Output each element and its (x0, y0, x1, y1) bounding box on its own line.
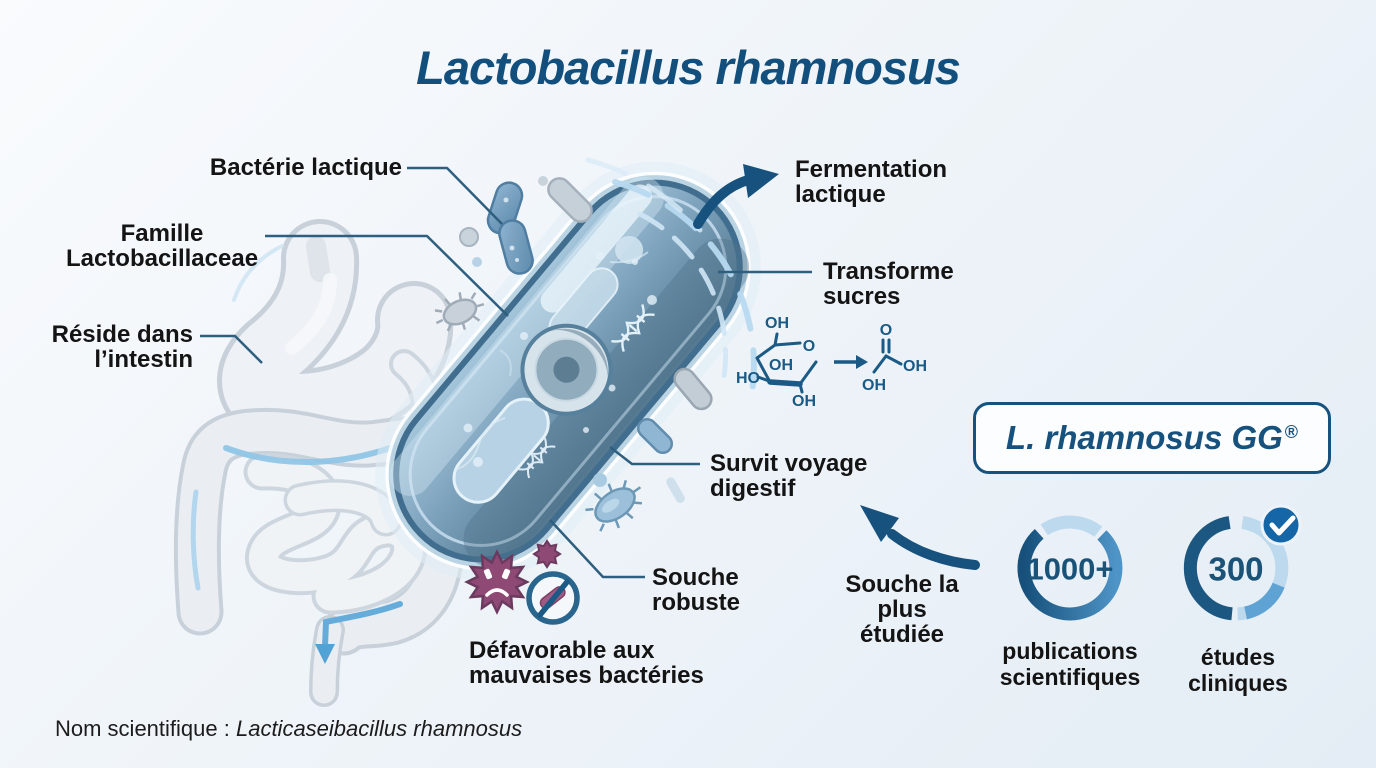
arrows (693, 164, 980, 570)
callout-defavorable: Défavorable aux mauvaises bactéries (469, 637, 704, 689)
registered-mark: ® (1284, 421, 1299, 442)
footer-name: Lacticaseibacillus rhamnosus (235, 716, 523, 741)
microbes (434, 176, 713, 532)
callout-famille: Famille Lactobacillaceae (65, 220, 259, 272)
callout-reside-intestin: Réside dans l’intestin (51, 321, 193, 373)
stat-etudes: 300 études cliniques (1163, 500, 1313, 696)
chem-label: O (880, 322, 892, 339)
gray-rod-icon (673, 367, 713, 411)
callout-souche-robuste: Souche robuste (652, 564, 741, 616)
footer-scientific-name: Nom scientifique : Lacticaseibacillus rh… (55, 716, 522, 742)
publications-ring-icon: 1000+ (1017, 515, 1123, 621)
callout-bacterie-lactique: Bactérie lactique (209, 154, 402, 181)
stat-label-publications: publications scientifiques (999, 638, 1141, 690)
page-title: Lactobacillus rhamnosus (416, 41, 961, 94)
connector-survit (609, 446, 700, 466)
capsule-inner-details (454, 251, 657, 479)
callout-transforme-sucres: Transforme sucres (823, 258, 954, 310)
chem-label: OH (769, 357, 793, 374)
check-badge-icon (1260, 504, 1302, 546)
cross-section (520, 323, 613, 416)
no-entry-icon (526, 571, 580, 625)
spiky-blue-microbe-icon (585, 480, 642, 532)
light-rod-icon (666, 477, 685, 503)
chem-label: OH (862, 377, 886, 394)
blue-rod-icon (636, 417, 674, 455)
footer-prefix: Nom scientifique : (55, 716, 236, 741)
dna-icon (518, 437, 556, 479)
glow-arcs (585, 157, 757, 395)
studies-ring-icon: 300 (1183, 504, 1302, 621)
gray-dot-icon (538, 176, 548, 186)
strain-name: L. rhamnosus GG (1005, 419, 1283, 456)
chemistry-diagram: OH O OH HO OH O OH OH (736, 315, 927, 410)
chem-label: OH (792, 393, 816, 410)
esophagus (306, 236, 330, 282)
blue-rod-chain-icon (486, 181, 534, 275)
connector-bacterie (407, 166, 503, 225)
dna-icon (611, 304, 655, 352)
chem-label: OH (765, 315, 789, 332)
angry-face (483, 568, 511, 597)
fermentation-arrow-icon (693, 164, 779, 229)
chem-label: OH (903, 358, 927, 375)
connector-reside (200, 334, 263, 364)
connector-famille (265, 234, 509, 317)
transit-path (190, 244, 403, 664)
stat-publications: 1000+ publications scientifiques (985, 506, 1155, 690)
spiky-gray-microbe-icon (434, 292, 485, 332)
transit-arrow-icon (315, 644, 335, 664)
stat-value-publications: 1000+ (1026, 552, 1113, 587)
chem-label: O (803, 338, 815, 355)
stat-value-etudes: 300 (1208, 551, 1263, 588)
callout-survit-voyage: Survit voyage digestif (710, 450, 868, 502)
strain-badge-box: L. rhamnosus GG® (973, 402, 1331, 474)
connector-robuste (549, 519, 645, 579)
bad-bacterium-small-icon (532, 539, 562, 569)
bad-bacterium-large-icon (464, 549, 530, 615)
connector-lines (200, 166, 812, 579)
blue-dot-icon (472, 257, 482, 267)
chem-label: HO (736, 370, 760, 387)
sugar-ring (755, 341, 818, 386)
bad-bacteria (464, 539, 580, 625)
reaction-arrow-icon (834, 355, 868, 369)
gray-circle-icon (459, 227, 479, 247)
callout-fermentation: Fermentation lactique (795, 156, 948, 208)
gray-rod-icon (547, 177, 593, 223)
most-studied-arrow-icon (860, 505, 980, 570)
blue-dot-icon (593, 473, 607, 487)
capsule-highlight (540, 184, 653, 313)
stat-label-etudes: études cliniques (1188, 644, 1288, 696)
callout-souche-etudiee: Souche la plus étudiée (845, 571, 959, 648)
